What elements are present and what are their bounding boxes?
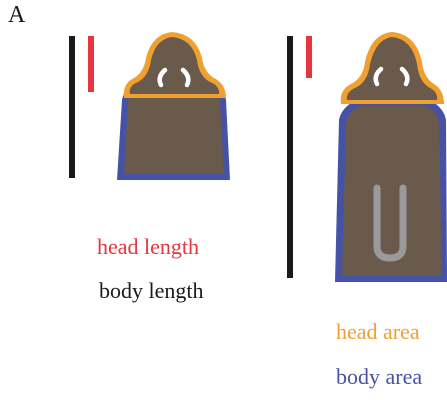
small-worm [69, 32, 230, 180]
body-length-label: body length [99, 278, 204, 304]
body-length-bar-large [287, 36, 293, 278]
head-fill-large [347, 37, 437, 100]
head-area-label: head area [336, 319, 420, 345]
panel-letter: A [8, 2, 25, 29]
body-area-label: body area [336, 364, 422, 390]
head-fill-small [130, 37, 219, 94]
body-fill-large [342, 106, 442, 276]
head-length-label: head length [97, 234, 199, 260]
large-worm [287, 32, 447, 282]
head-length-bar-small [88, 36, 94, 92]
body-length-bar-small [69, 36, 75, 178]
head-length-bar-large [306, 36, 312, 78]
